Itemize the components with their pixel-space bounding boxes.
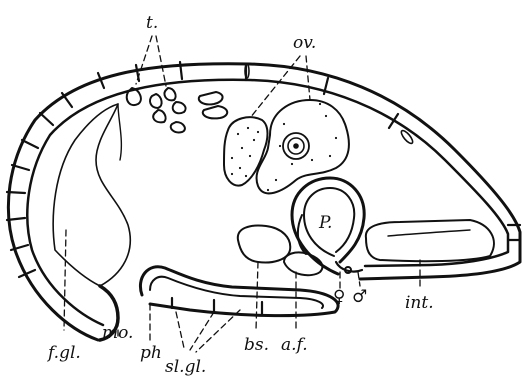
label-ph: ph bbox=[140, 343, 162, 363]
intestine-fold bbox=[388, 230, 470, 236]
label-female: ♀ bbox=[333, 287, 345, 307]
label-mo: mo. bbox=[102, 323, 133, 343]
label-slgl: sl.gl. bbox=[165, 357, 206, 377]
labels: t. ov. P. f.gl. mo. ph sl.gl. bs. a.f. ♀… bbox=[46, 13, 434, 377]
frontal-gland-lobe bbox=[118, 104, 121, 160]
testes bbox=[127, 88, 228, 132]
label-fgl: f.gl. bbox=[46, 343, 81, 363]
intestine bbox=[366, 220, 494, 261]
frontal-gland bbox=[53, 104, 130, 286]
label-bs: bs. bbox=[244, 335, 269, 355]
ovum-nucleus bbox=[293, 143, 299, 149]
label-male: ♂ bbox=[352, 287, 367, 307]
pharynx-inner bbox=[150, 277, 323, 308]
pharynx-wall bbox=[140, 267, 338, 316]
label-ov: ov. bbox=[293, 33, 316, 53]
body-wall-outer bbox=[8, 64, 520, 340]
body-wall-segments bbox=[7, 62, 520, 277]
ovary-left bbox=[224, 117, 268, 185]
label-int: int. bbox=[405, 293, 434, 313]
label-p: P. bbox=[318, 213, 332, 233]
body-wall bbox=[8, 64, 520, 340]
bursa bbox=[238, 226, 290, 263]
atrium-femininum bbox=[284, 252, 322, 275]
label-af: a.f. bbox=[281, 335, 308, 355]
label-t: t. bbox=[146, 13, 158, 33]
